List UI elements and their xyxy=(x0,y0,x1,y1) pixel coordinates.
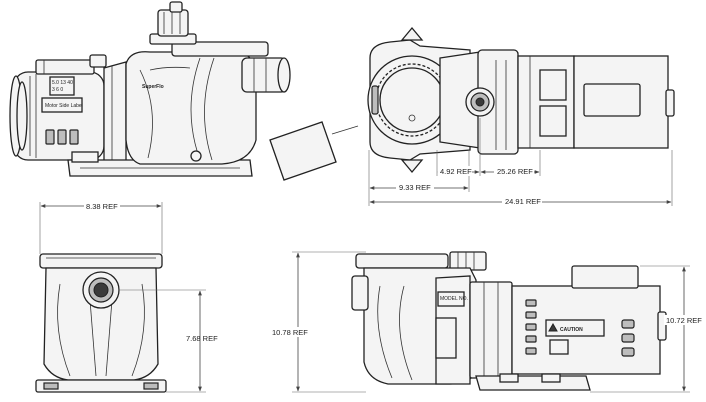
dim-8-38: 8.38 REF xyxy=(86,202,118,211)
dim-7-68: 7.68 REF xyxy=(186,334,218,343)
motor-rating-label xyxy=(49,76,75,96)
motor-side-label xyxy=(41,97,83,113)
caution-text: CAUTION xyxy=(560,327,583,333)
dim-9-33: 9.33 REF xyxy=(399,183,431,192)
side-lid xyxy=(355,253,449,269)
dim-4-92: 4.92 REF xyxy=(440,167,472,176)
lid-knob xyxy=(157,9,189,37)
hang-tag xyxy=(269,121,337,181)
motor-rating-text-1: 5.0 13 40 xyxy=(52,80,73,86)
strainer-lid xyxy=(171,41,269,57)
model-label: MODEL NO. xyxy=(440,296,468,302)
front-view: 8.38 REF 7.68 REF xyxy=(35,200,218,393)
dim-25-26: 25.26 REF xyxy=(497,167,533,176)
motor-top xyxy=(517,55,575,149)
dim-10-78: 10.78 REF xyxy=(272,328,308,337)
side-view-right: 10.78 REF MODEL NO. CAUTION xyxy=(270,251,702,393)
brand-label: SuperFlo xyxy=(142,84,164,90)
front-base xyxy=(35,379,167,393)
dim-24-91: 24.91 REF xyxy=(505,197,541,206)
dim-10-72: 10.72 REF xyxy=(666,316,702,325)
motor-side-label-text: Motor Side Label xyxy=(45,103,83,109)
front-lid xyxy=(39,253,163,269)
side-view-left: 5.0 13 40 3 6 0 Motor Side Label SuperFl… xyxy=(9,1,359,181)
top-view: 4.92 REF 25.26 REF 9.33 REF 24.91 REF xyxy=(367,26,675,206)
caution-label xyxy=(545,319,605,337)
motor-rating-text-2: 3 6 0 xyxy=(52,87,63,93)
side-conduit-box xyxy=(571,265,639,289)
strainer-basket-lid xyxy=(379,67,445,133)
